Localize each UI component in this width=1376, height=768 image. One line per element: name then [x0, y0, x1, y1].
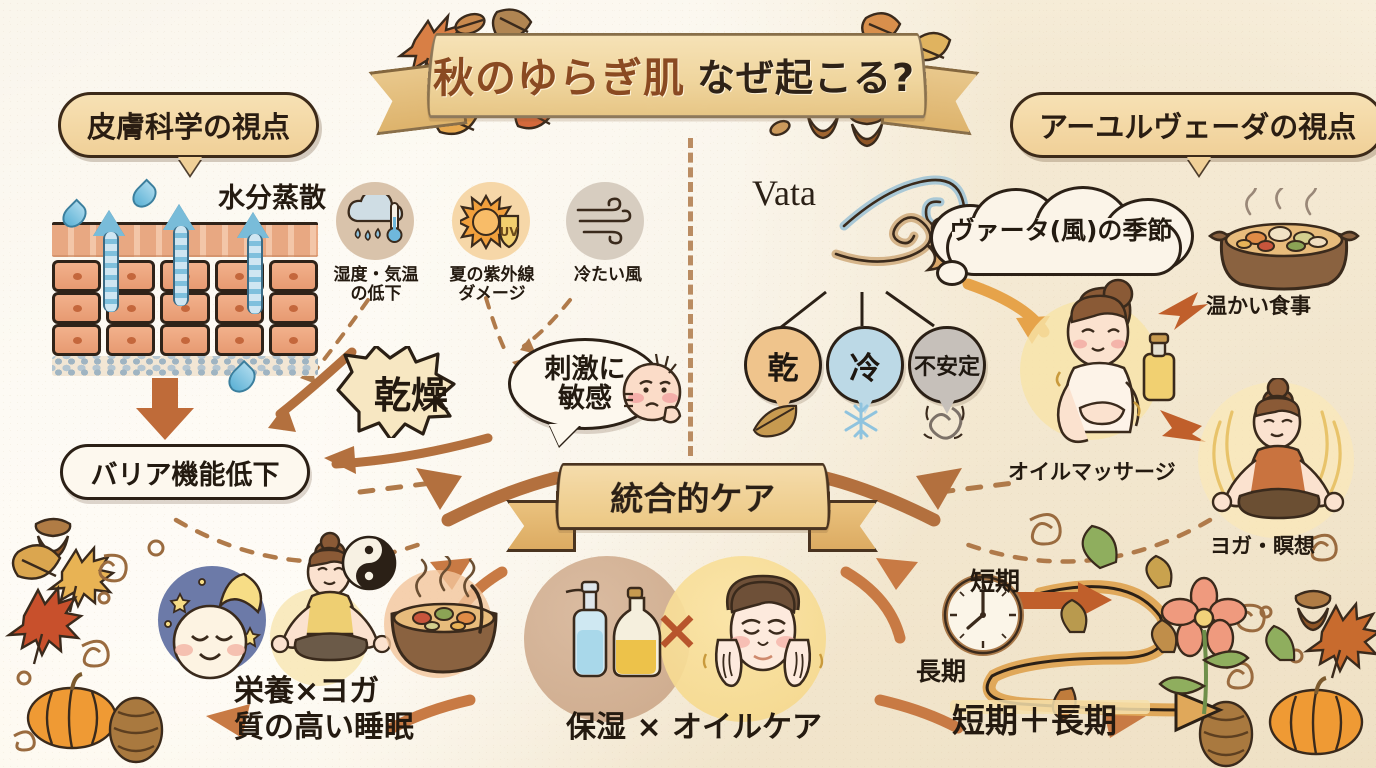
barrier-decline-label: バリア機能低下 — [90, 459, 280, 491]
speech-tip-icon — [1186, 157, 1211, 175]
quality-circle-unstable: 不安定 — [908, 326, 986, 414]
title-text-group: 秋のゆらぎ肌 なぜ起こる? — [368, 28, 980, 120]
dryness-label: 乾燥 — [374, 374, 448, 417]
care-label-yoga: ヨガ・瞑想 — [1210, 534, 1315, 558]
bottom-left-label-line1: 栄養×ヨガ — [234, 674, 380, 709]
sensitive-line1: 刺激に — [544, 353, 626, 385]
factor-label-1-line2: の低下 — [350, 284, 402, 305]
quality-label-cold: 冷 — [849, 350, 881, 387]
quality-label-dry: 乾 — [767, 350, 799, 387]
bubble-tip-icon — [939, 399, 955, 414]
evaporation-label: 水分蒸散 — [218, 183, 326, 214]
water-droplet-icon — [127, 178, 162, 213]
cell-row — [52, 292, 319, 324]
factor-label-2: 夏の紫外線 ダメージ — [440, 265, 544, 305]
section-header-right: アーユルヴェーダの視点 — [1010, 92, 1376, 175]
care-label-food: 温かい食事 — [1206, 294, 1311, 318]
meditation-icon — [1211, 378, 1345, 520]
snowflake-icon — [844, 402, 878, 440]
worried-face-icon — [622, 353, 682, 424]
total-label: 短期＋長期 — [952, 701, 1117, 740]
oil-massage-icon — [1055, 278, 1176, 444]
bottom-center-label: 保湿 × オイルケア — [566, 710, 823, 745]
care-label-massage: オイルマッサージ — [1008, 460, 1176, 484]
short-term-label: 短期 — [970, 567, 1021, 596]
dermis-layer — [52, 356, 318, 376]
multiply-symbol: × — [653, 598, 701, 663]
sun-uv-shield-icon: UV — [452, 182, 530, 260]
hot-stew-icon — [390, 556, 498, 674]
factor-label-2-line1: 夏の紫外線 — [449, 265, 535, 285]
factor-label-1: 湿度・気温 の低下 — [324, 265, 428, 305]
total-label-highlight — [950, 700, 1150, 714]
speech-tail-icon — [549, 424, 581, 446]
spiral-icon — [923, 405, 965, 440]
panel-divider — [688, 138, 693, 456]
section-header-left-label: 皮膚科学の視点 — [58, 92, 320, 158]
dashed-connector-right — [957, 517, 1213, 564]
quality-label-unstable: 不安定 — [913, 355, 980, 380]
title-part-1: 秋のゆらぎ肌 — [432, 54, 685, 102]
bottom-left-label-line2: 質の高い睡眠 — [234, 710, 414, 745]
dry-leaf-icon — [752, 404, 798, 438]
water-loss-arrow — [237, 212, 269, 314]
clock-icon — [942, 574, 1024, 656]
hot-pot-icon — [1207, 188, 1360, 291]
section-header-left: 皮膚科学の視点 — [58, 92, 320, 175]
face-massage-icon — [702, 574, 824, 688]
integrative-care-banner: 統合的ケア — [554, 462, 832, 531]
cell-row — [52, 324, 319, 356]
downward-arrow — [136, 378, 196, 440]
yoga-pose-icon — [270, 531, 392, 662]
barrier-decline-bubble: バリア機能低下 — [60, 444, 310, 500]
water-loss-arrow — [163, 204, 195, 306]
vata-season-label: ヴァータ(風)の季節 — [949, 216, 1173, 245]
water-loss-arrow — [93, 210, 125, 312]
dryness-burst: 乾燥 — [336, 346, 486, 438]
long-term-label: 長期 — [916, 657, 967, 686]
quality-circle-dry: 乾 — [744, 326, 822, 414]
quality-circle-cold: 冷 — [826, 326, 904, 414]
svg-text:UV: UV — [499, 225, 519, 239]
factor-label-2-line2: ダメージ — [458, 284, 526, 305]
moisturizer-bottles-icon — [565, 580, 662, 678]
title-banner: 秋のゆらぎ肌 なぜ起こる? — [368, 28, 980, 132]
factor-label-3-line1: 冷たい風 — [574, 265, 642, 285]
rain-cloud-thermometer-icon — [336, 182, 414, 260]
integrative-care-label: 統合的ケア — [609, 479, 777, 518]
vata-season-cloud-bubble: ヴァータ(風)の季節 — [930, 186, 1194, 286]
yin-yang-icon — [341, 535, 397, 591]
vata-label: Vata — [752, 173, 816, 213]
factor-label-3: 冷たい風 — [556, 265, 660, 285]
title-part-2: なぜ起こる? — [696, 55, 916, 100]
sensitive-line2: 敏感 — [558, 383, 612, 414]
cold-wind-icon — [566, 182, 644, 260]
speech-tip-icon — [177, 157, 202, 175]
section-header-right-label: アーユルヴェーダの視点 — [1010, 92, 1376, 158]
factor-label-1-line1: 湿度・気温 — [333, 265, 419, 285]
good-sleep-icon — [164, 572, 263, 680]
